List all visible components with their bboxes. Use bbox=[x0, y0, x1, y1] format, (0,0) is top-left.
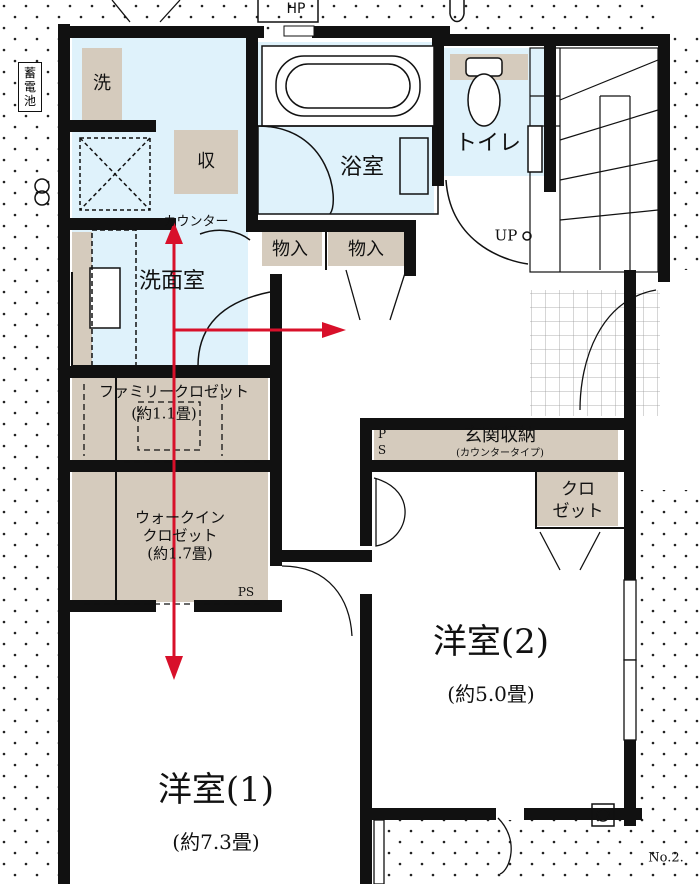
family-closet-name: ファミリークロゼット bbox=[98, 382, 250, 401]
up-label: UP bbox=[494, 226, 518, 245]
heat-pump-vent bbox=[283, 25, 315, 37]
washroom-fixtures bbox=[79, 137, 271, 367]
storage-b-floor bbox=[328, 232, 404, 266]
ps-label-b-top: P bbox=[377, 427, 387, 441]
hp-label: HP bbox=[286, 1, 306, 17]
receiver-unit bbox=[174, 130, 238, 194]
receiver-label: 収 bbox=[197, 151, 215, 172]
bedroom2-name: 洋室(2) bbox=[432, 622, 550, 662]
entrance-tile bbox=[530, 290, 624, 416]
toilet-name: トイレ bbox=[454, 131, 522, 156]
storage-a-floor bbox=[262, 232, 322, 266]
bathtub bbox=[257, 45, 439, 215]
ps-label-b-bottom: S bbox=[377, 443, 387, 457]
counter-label: カウンター bbox=[163, 214, 229, 230]
bedroom1-area: (約7.3畳) bbox=[172, 830, 260, 854]
misc-symbols bbox=[34, 0, 615, 827]
family-closet-area: (約1.1畳) bbox=[131, 404, 197, 423]
flow-arrows bbox=[165, 222, 346, 680]
battery-label: 蓄電池 bbox=[18, 62, 42, 112]
heat-pump-outline bbox=[257, 0, 319, 23]
entrance-storage-sub: (カウンタータイプ) bbox=[456, 448, 544, 459]
ps-label-a: PS bbox=[237, 585, 255, 599]
outdoor-area-left bbox=[0, 0, 58, 884]
closet-hanger-lines bbox=[83, 384, 262, 605]
walkin-closet-floor bbox=[72, 472, 268, 602]
unit-number: No.2. bbox=[648, 850, 684, 866]
closet-name: クロ bbox=[561, 479, 595, 500]
partitions bbox=[71, 226, 624, 604]
washer-label: 洗 bbox=[93, 73, 111, 94]
walkin-closet-name: ウォークイン bbox=[134, 508, 226, 527]
bathroom-name: 浴室 bbox=[339, 155, 385, 180]
doors bbox=[111, 0, 657, 875]
outdoor-area-bottom bbox=[370, 820, 640, 884]
walkin-closet-name-line2: クロゼット bbox=[142, 526, 218, 545]
closet-name-line2: ゼット bbox=[552, 501, 604, 522]
closet-floor bbox=[536, 472, 618, 526]
bedroom2-area: (約5.0畳) bbox=[447, 682, 535, 706]
walls bbox=[58, 24, 670, 884]
entrance-storage-name: 玄関収納 bbox=[464, 425, 536, 446]
vanity-counter bbox=[72, 232, 92, 366]
storage-b-label: 物入 bbox=[348, 239, 384, 260]
entrance-tile-side bbox=[636, 290, 660, 416]
washroom-name: 洗面室 bbox=[138, 269, 206, 294]
toilet-fixture bbox=[445, 57, 543, 265]
bedroom1-name: 洋室(1) bbox=[157, 770, 275, 810]
walkin-closet-area: (約1.7畳) bbox=[147, 544, 213, 563]
family-closet-floor bbox=[72, 378, 268, 460]
washer-unit bbox=[82, 48, 122, 120]
outdoor-area-top bbox=[58, 0, 658, 30]
storage-a-label: 物入 bbox=[272, 239, 308, 260]
window-marks bbox=[373, 579, 637, 884]
outdoor-area-right bbox=[640, 490, 700, 884]
